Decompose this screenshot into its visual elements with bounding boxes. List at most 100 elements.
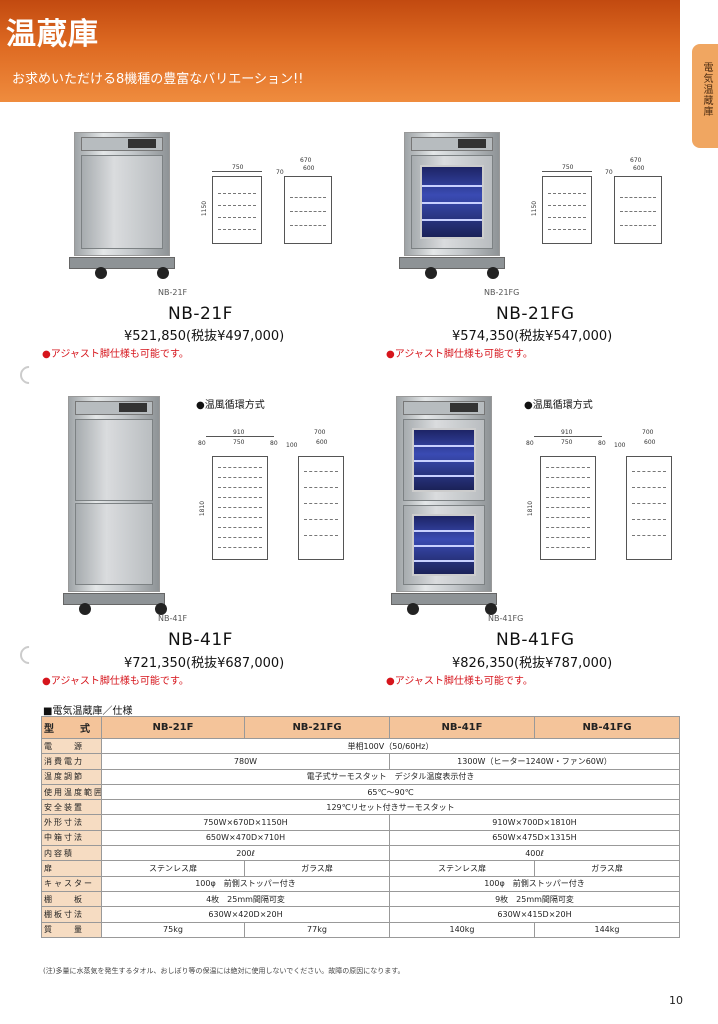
side-view-drawing	[626, 456, 672, 560]
display-screen	[119, 403, 148, 412]
dimension-height: 1150	[201, 200, 209, 217]
side-view-drawing	[614, 176, 662, 244]
row-label: 質 量	[41, 921, 102, 938]
table-cell: 140kg	[389, 921, 535, 938]
table-header-cell: NB-21F	[101, 716, 245, 739]
price: ¥826,350(税抜¥787,000)	[452, 656, 613, 671]
price: ¥521,850(税抜¥497,000)	[124, 329, 285, 344]
page-subtitle: お求めいただける8機種の豊富なバリエーション!!	[12, 72, 304, 87]
airflow-method: ●温風循環方式	[196, 400, 265, 411]
table-cell: 630W×415D×20H	[389, 906, 680, 923]
table-cell: 65℃～90℃	[101, 783, 680, 801]
dimension-depth-inner: 600	[303, 165, 315, 172]
airflow-method: ●温風循環方式	[524, 400, 593, 411]
caster-wheel-icon	[485, 603, 497, 615]
photo-caption: NB-41FG	[488, 614, 524, 623]
table-cell: 1300W（ヒーター1240W・ファン60W）	[389, 753, 680, 770]
adjust-leg-note: ●アジャスト脚仕様も可能です。	[42, 349, 189, 360]
caster-wheel-icon	[95, 267, 107, 279]
dimension-width: 750	[232, 164, 244, 171]
photo-caption: NB-21FG	[484, 288, 520, 297]
table-header-row: 型 式 NB-21F NB-21FG NB-41F NB-41FG	[41, 716, 680, 739]
photo-caption: NB-41F	[158, 614, 188, 623]
glass-window	[412, 428, 476, 492]
dimension-offset: 100	[286, 442, 298, 449]
row-label: 外形寸法	[41, 814, 102, 831]
cabinet-door-lower	[75, 503, 153, 585]
table-cell: 650W×470D×710H	[101, 829, 390, 847]
table-cell: 100φ 前側ストッパー付き	[101, 875, 390, 892]
table-header-cell: 型 式	[41, 716, 102, 739]
product-photo	[63, 396, 167, 615]
product-photo	[391, 396, 497, 615]
table-cell: 77kg	[244, 921, 390, 938]
model-name: NB-21F	[168, 304, 233, 324]
dimension-line	[534, 436, 602, 437]
table-cell: 4枚 25mm間隔可変	[101, 890, 390, 908]
page-title: 温蔵庫	[6, 17, 99, 52]
dimension-offset: 70	[605, 169, 613, 176]
glass-window	[412, 513, 476, 577]
caster-wheel-icon	[79, 603, 91, 615]
dimension-offset: 100	[614, 442, 626, 449]
front-view-drawing	[212, 176, 262, 244]
glass-window	[420, 165, 484, 239]
side-view-drawing	[298, 456, 344, 560]
dimension-line	[542, 171, 592, 172]
cabinet-door	[411, 155, 493, 249]
row-label: 使用温度範囲	[41, 783, 102, 801]
table-row: 扉ステンレス扉ガラス扉ステンレス扉ガラス扉	[41, 860, 680, 877]
row-label: キャスター	[41, 875, 102, 892]
cabinet-door-upper	[403, 419, 485, 501]
model-name: NB-41F	[168, 630, 233, 650]
dimension-side-right: 80	[598, 440, 606, 447]
dimension-width: 750	[233, 439, 245, 446]
dimension-depth-inner: 600	[633, 165, 645, 172]
product-photo	[69, 132, 175, 279]
table-header-cell: NB-21FG	[244, 716, 390, 739]
dimension-side-left: 80	[198, 440, 206, 447]
model-name: NB-21FG	[496, 304, 575, 324]
table-cell: 650W×475D×1315H	[389, 829, 680, 847]
model-name: NB-41FG	[496, 630, 575, 650]
front-view-drawing	[540, 456, 596, 560]
table-cell: 電子式サーモスタット デジタル温度表示付き	[101, 768, 680, 785]
cabinet-door	[81, 155, 163, 249]
dimension-line	[206, 436, 274, 437]
caster-wheel-icon	[155, 603, 167, 615]
side-index-tab[interactable]: 電気温蔵庫	[692, 44, 718, 148]
table-cell: 630W×420D×20H	[101, 906, 390, 923]
table-cell: 750W×670D×1150H	[101, 814, 390, 831]
dimension-height: 1150	[531, 200, 539, 217]
table-row: 温度調節電子式サーモスタット デジタル温度表示付き	[41, 768, 680, 785]
side-tab-label: 電気温蔵庫	[701, 62, 712, 117]
caster-wheel-icon	[157, 267, 169, 279]
row-label: 内容積	[41, 845, 102, 862]
cabinet-base	[69, 257, 175, 269]
dimension-depth-total: 700	[314, 429, 326, 436]
dimension-line	[212, 171, 262, 172]
dimension-depth-inner: 600	[316, 439, 328, 446]
front-view-drawing	[542, 176, 592, 244]
punch-hole-mark	[16, 642, 42, 668]
page-number: 10	[669, 994, 683, 1007]
display-screen	[449, 403, 478, 412]
table-cell: 200ℓ	[101, 845, 390, 862]
table-cell: 100φ 前側ストッパー付き	[389, 875, 680, 892]
header-banner: 温蔵庫 お求めいただける8機種の豊富なバリエーション!!	[0, 0, 680, 102]
cabinet-door-upper	[75, 419, 153, 501]
table-cell: 780W	[101, 753, 390, 770]
table-cell: ガラス扉	[534, 860, 680, 877]
table-header-cell: NB-41FG	[534, 716, 680, 739]
dimension-width: 750	[562, 164, 574, 171]
table-cell: 129℃リセット付きサーモスタット	[101, 799, 680, 816]
adjust-leg-note: ●アジャスト脚仕様も可能です。	[42, 676, 189, 687]
dimension-depth-inner: 600	[644, 439, 656, 446]
cabinet-base	[399, 257, 505, 269]
